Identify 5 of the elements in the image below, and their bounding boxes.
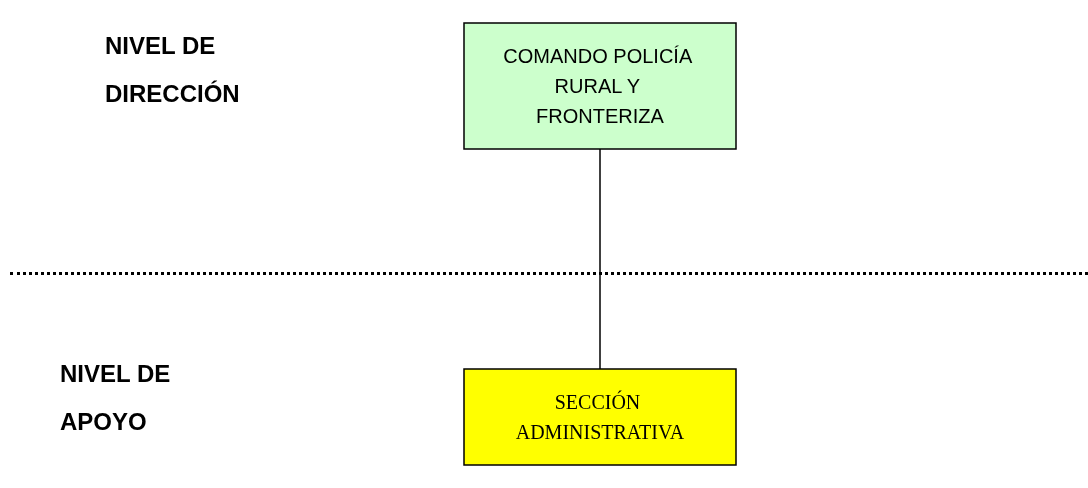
node-box: SECCIÓN ADMINISTRATIVA	[463, 368, 737, 466]
node-box: COMANDO POLICÍA RURAL Y FRONTERIZA	[463, 22, 737, 150]
connector	[599, 148, 601, 370]
level-label: NIVEL DE DIRECCIÓN	[105, 31, 241, 109]
level-label: NIVEL DE APOYO	[60, 359, 172, 437]
